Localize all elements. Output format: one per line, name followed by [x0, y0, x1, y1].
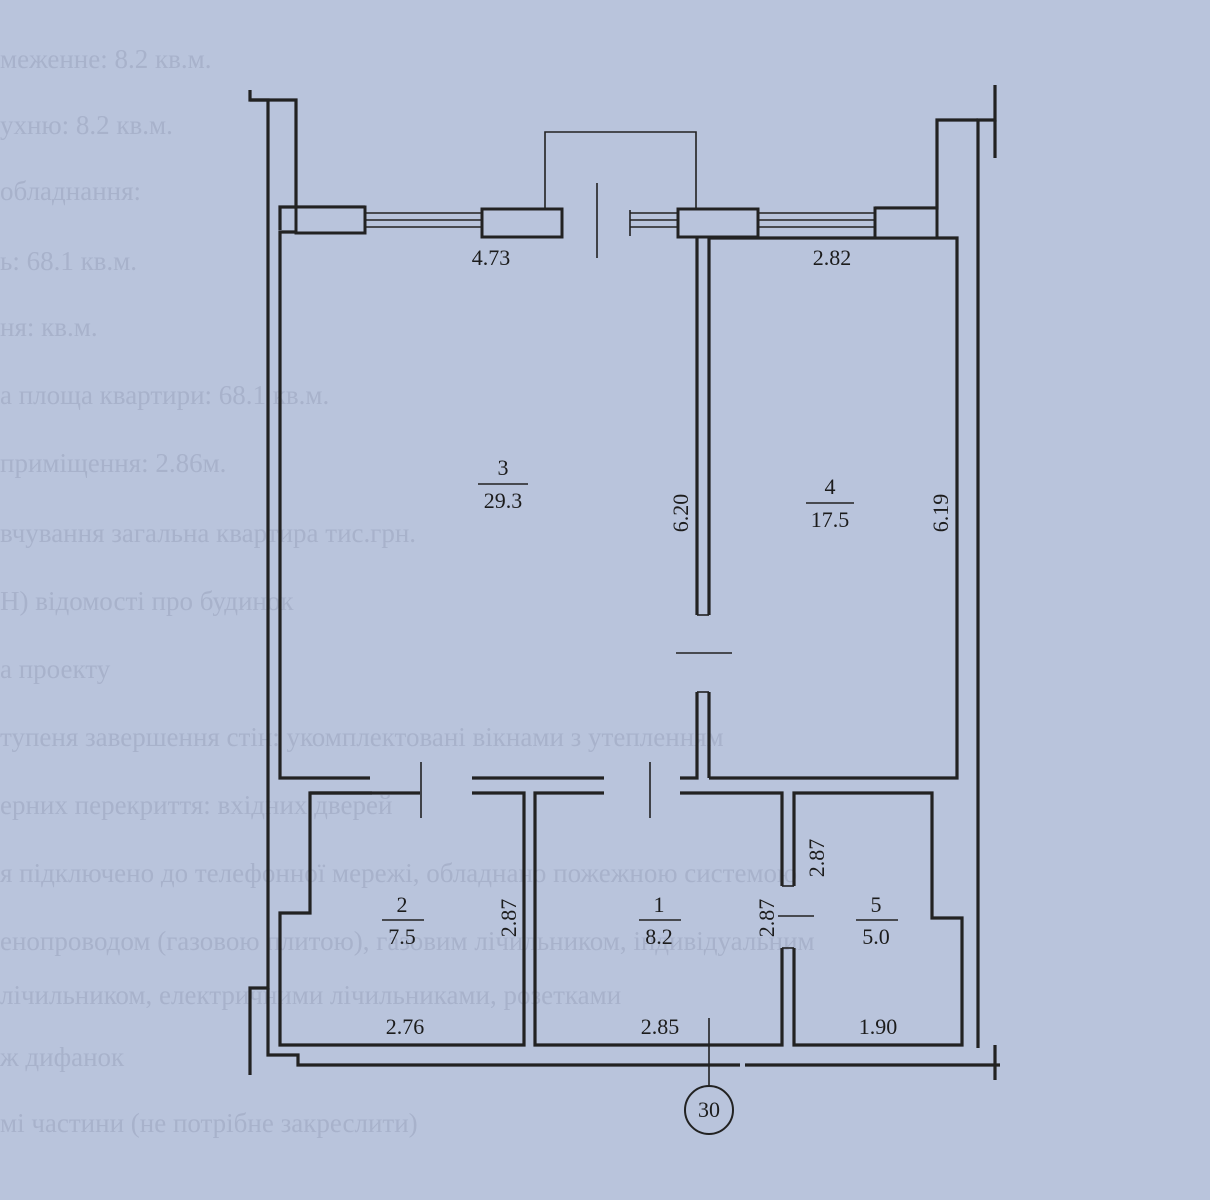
right-outer-wall: [976, 85, 997, 1048]
bg-line: ж дифанок: [0, 1042, 125, 1072]
room-4-label: 4 17.5: [806, 474, 854, 532]
dim-room3-width: 4.73: [472, 245, 511, 270]
pier-left: [294, 205, 367, 235]
bg-line: ня: кв.м.: [0, 312, 98, 342]
room5-wall: [792, 791, 964, 1047]
pier-right: [873, 206, 939, 240]
room1-right-top: [680, 791, 784, 886]
bg-line: ь: 68.1 кв.м.: [0, 246, 138, 276]
room-4-area: 17.5: [811, 507, 850, 532]
bg-line: тупеня завершення стін: укомплектовані в…: [0, 722, 724, 752]
bg-line: а проекту: [0, 654, 111, 684]
room-5-label: 5 5.0: [856, 892, 898, 949]
room-1-number: 1: [654, 892, 665, 917]
bg-line: обладнання:: [0, 176, 142, 206]
room-2-area: 7.5: [388, 924, 416, 949]
pier-mid-left: [480, 207, 564, 239]
room-3-label: 3 29.3: [478, 455, 528, 513]
bg-line: ухню: 8.2 кв.м.: [0, 110, 173, 140]
room3-bottom-right: [680, 692, 699, 780]
room-1-area: 8.2: [645, 924, 673, 949]
axis-marker-circle: [684, 1085, 734, 1135]
bg-line: лічильником, електричними лічильниками, …: [0, 980, 622, 1010]
dim-room1-length: 2.87: [754, 899, 779, 938]
bg-line: приміщення: 2.86м.: [0, 448, 227, 478]
dim-room4-length: 6.19: [928, 494, 953, 533]
dim-room2-length: 2.87: [496, 899, 521, 938]
room1-wall: [533, 791, 784, 1047]
balcony-outline: [544, 131, 697, 209]
dim-room5-length: 2.87: [804, 839, 829, 878]
pier-mid-right: [676, 207, 760, 239]
bg-line: а площа квартири: 68.1 кв.м.: [0, 380, 330, 410]
dim-room1-width: 2.85: [641, 1014, 680, 1039]
room3-inner-wall: [278, 230, 370, 780]
dim-room4-width: 2.82: [813, 245, 852, 270]
room-2-label: 2 7.5: [382, 892, 424, 949]
corner-left: [278, 205, 296, 230]
dim-room5-width: 1.90: [859, 1014, 898, 1039]
balcony-windows: [294, 131, 939, 258]
bg-line: вчування загальна квартира тис.грн.: [0, 518, 417, 548]
room-4-number: 4: [825, 474, 836, 499]
bg-line: мі частини (не потрібне закреслити): [0, 1108, 418, 1138]
bg-line: енопроводом (газовою плитою), газовим лі…: [0, 926, 815, 956]
axis-marker-label: 30: [698, 1097, 720, 1122]
room-2-number: 2: [397, 892, 408, 917]
bg-line: я підключено до телефонної мережі, облад…: [0, 858, 798, 888]
bg-line: Н) відомості про будинок: [0, 586, 294, 616]
room-1-label: 1 8.2: [639, 892, 681, 949]
room2-wall: [278, 791, 526, 1047]
bottom-wall-left: [266, 988, 740, 1067]
room-3-number: 3: [498, 455, 509, 480]
dim-room3-length: 6.20: [668, 494, 693, 533]
top-right-wall: [875, 118, 978, 210]
dim-room2-width: 2.76: [386, 1014, 425, 1039]
room-5-area: 5.0: [862, 924, 890, 949]
bg-line: ерних перекриття: вхідних дверей: [0, 790, 393, 820]
room-5-number: 5: [871, 892, 882, 917]
left-outer-wall: [248, 90, 270, 1000]
room4-wall: [709, 236, 959, 780]
bg-line: меженне: 8.2 кв.м.: [0, 44, 212, 74]
room-3-area: 29.3: [484, 488, 523, 513]
